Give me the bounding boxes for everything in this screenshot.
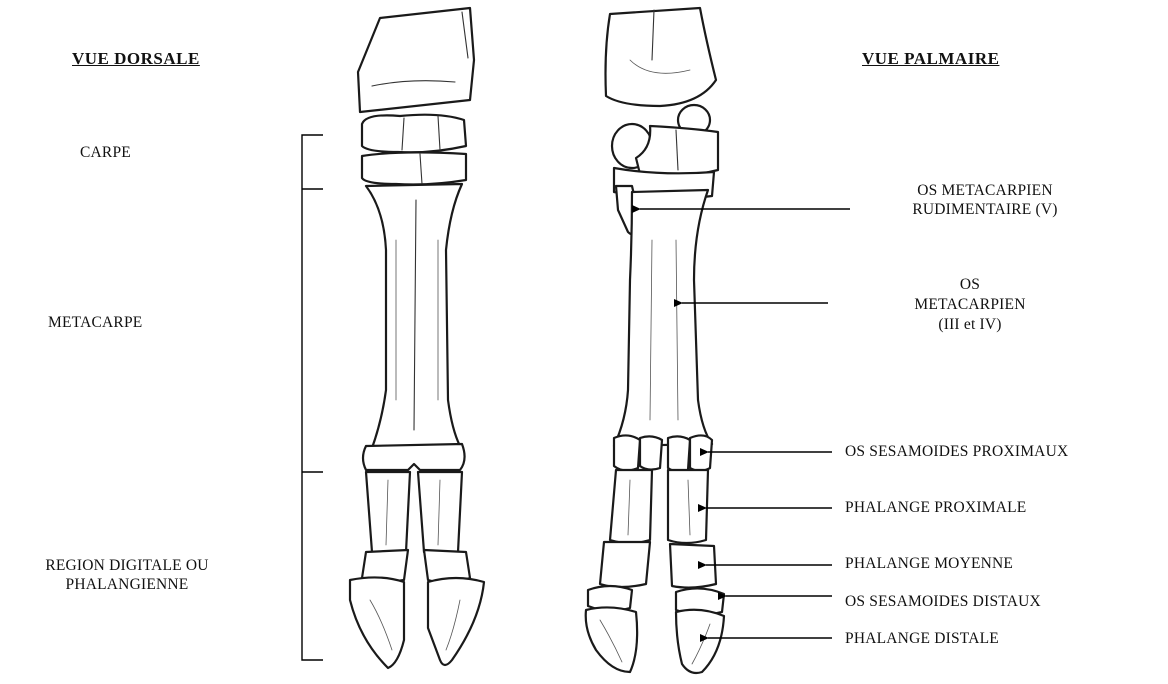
dorsal-condyles bbox=[363, 444, 465, 470]
dorsal-carpal-lower bbox=[362, 152, 466, 184]
palmar-phalanx-distal-right bbox=[676, 610, 724, 673]
dorsal-carpal-upper bbox=[362, 115, 466, 153]
palmar-sesamoid-proximal-1 bbox=[614, 435, 640, 470]
palmar-radius bbox=[606, 8, 717, 106]
palmar-phalanx-proximal-left bbox=[610, 470, 652, 543]
dorsal-phalanx-distal-left bbox=[350, 577, 404, 668]
dorsal-phalanx-distal-right bbox=[428, 578, 484, 665]
dorsal-radius bbox=[358, 8, 474, 112]
palmar-sesamoid-proximal-2 bbox=[640, 436, 662, 469]
palmar-phalanx-middle-left bbox=[600, 542, 650, 587]
region-bracket bbox=[302, 135, 323, 660]
dorsal-view-skeleton bbox=[350, 8, 484, 668]
palmar-phalanx-middle-right bbox=[670, 544, 716, 588]
palmar-sesamoid-proximal-4 bbox=[690, 435, 712, 471]
palmar-sesamoid-proximal-3 bbox=[668, 436, 690, 471]
palmar-view-skeleton bbox=[586, 8, 724, 673]
